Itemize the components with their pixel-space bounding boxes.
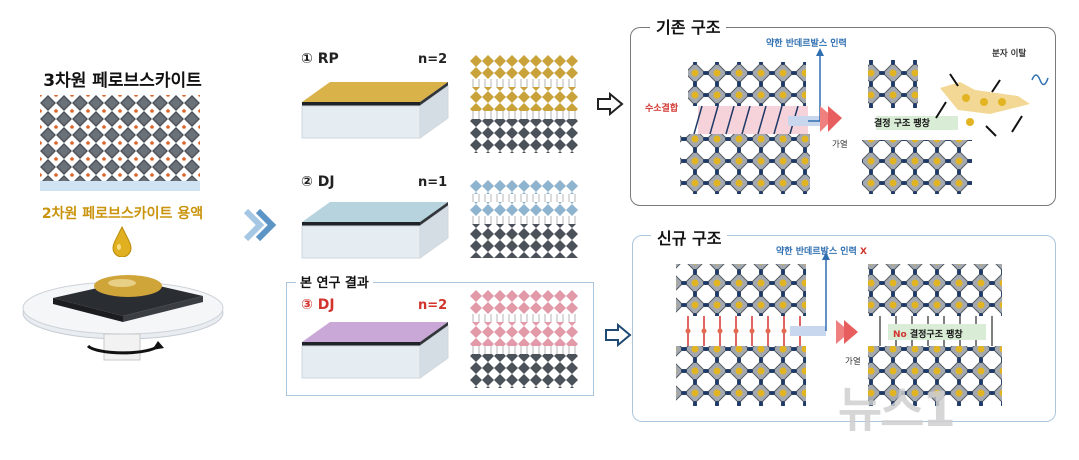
drop-icon (112, 225, 132, 257)
case-1-substrate (301, 82, 449, 139)
existing-structure-title: 기존 구조 (650, 14, 727, 38)
left-title: 3차원 페로브스카이트 (43, 71, 202, 91)
case-2-structure (470, 180, 578, 258)
perovskite-3d-illustration (40, 95, 200, 191)
arrow-right-icon (597, 92, 624, 116)
research-result-title: 본 연구 결과 (296, 272, 373, 291)
double-chevron-icon (243, 208, 277, 242)
existing-heating-label: 가열 (832, 140, 848, 150)
spin-coater-icon (22, 275, 224, 361)
existing-structure-diagram (680, 48, 1049, 194)
watermark-logo: 뉴스1 (838, 382, 956, 438)
case-2-label: ② DJ (301, 174, 335, 190)
no-label: No (893, 330, 907, 340)
case-3-n: n=2 (418, 298, 448, 313)
new-lattice-expansion-label: No 결정구조 팽창 (893, 327, 963, 340)
new-heating-label: 가열 (845, 357, 861, 367)
existing-lattice-expansion-label: 결정 구조 팽창 (874, 119, 930, 129)
case-1-n: n=2 (418, 52, 448, 67)
arrow-right-icon (605, 323, 632, 347)
case-2-n: n=1 (418, 175, 448, 190)
solution-label: 2차원 페로브스카이트 용액 (41, 206, 204, 222)
case-3-structure (470, 290, 578, 388)
new-weak-vdw-text: 약한 반데르발스 인력 (776, 247, 857, 257)
hydrogen-bond-label: 수소결합 (645, 104, 679, 114)
new-weak-vdw-x: X (859, 247, 867, 257)
new-lattice-expansion-text: 결정구조 팽창 (909, 330, 963, 340)
case-1-structure (470, 55, 578, 153)
desorption-label: 분자 이탈 (992, 49, 1027, 59)
case-2-substrate (301, 202, 449, 259)
existing-weak-vdw-label: 약한 반데르발스 인력 (766, 39, 847, 49)
case-1-label: ① RP (301, 51, 339, 67)
case-3-label: ③ DJ (301, 297, 335, 313)
new-structure-title: 신규 구조 (651, 225, 728, 249)
new-weak-vdw-label: 약한 반데르발스 인력 X (776, 244, 867, 257)
case-3-substrate (301, 322, 449, 379)
new-structure-diagram (676, 252, 1002, 406)
